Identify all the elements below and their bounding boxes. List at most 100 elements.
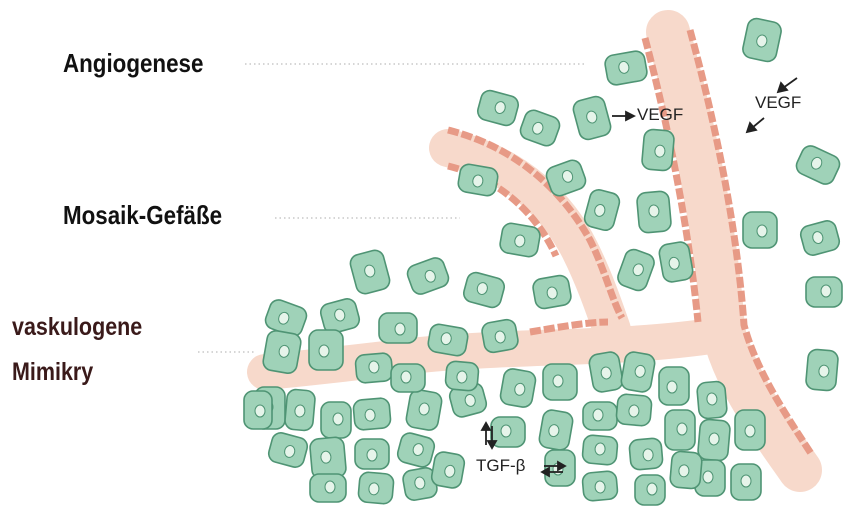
- cell-nucleus: [367, 449, 377, 461]
- cell-nucleus: [654, 145, 665, 158]
- vegf-label-2: VEGF: [755, 93, 801, 113]
- tumor-cell: [353, 397, 391, 430]
- tumor-cell: [244, 391, 272, 429]
- tumor-cell: [620, 351, 656, 394]
- tgf-arrow-left-head: [542, 468, 549, 476]
- cell-nucleus: [648, 205, 659, 218]
- label-mosaik-gefaesse: Mosaik-Gefäße: [63, 200, 222, 231]
- tumor-cell: [348, 248, 391, 295]
- tumor-cell: [396, 431, 437, 469]
- tumor-cell: [588, 351, 624, 394]
- tumor-cell: [457, 163, 499, 197]
- tumor-cell: [284, 389, 315, 431]
- tumor-cell: [665, 410, 695, 450]
- vegf-arrow-1-head: [626, 112, 634, 120]
- tumor-cell: [735, 410, 765, 450]
- tgf-beta-label: TGF-β: [476, 456, 525, 476]
- cell-nucleus: [325, 481, 335, 493]
- tumor-cell: [616, 394, 652, 427]
- tumor-cell: [571, 95, 612, 142]
- cell-nucleus: [821, 285, 831, 297]
- cell-nucleus: [553, 375, 563, 387]
- tumor-cell: [532, 274, 573, 310]
- tumor-cell: [321, 402, 351, 438]
- cell-nucleus: [593, 409, 603, 421]
- tumor-cell: [615, 247, 656, 293]
- tgf-arrow-down-head: [488, 441, 496, 448]
- cell-nucleus: [595, 443, 606, 456]
- tumor-cell: [518, 108, 562, 149]
- tumor-cell: [476, 89, 520, 128]
- tumor-cell: [604, 50, 649, 86]
- tumor-cell: [636, 191, 671, 234]
- tumor-cell: [355, 439, 389, 469]
- tumor-cell: [405, 255, 451, 296]
- tumor-cell: [355, 352, 393, 383]
- tgf-arrow-up-head: [482, 423, 490, 430]
- cell-nucleus: [401, 371, 411, 383]
- tumor-cell: [659, 367, 689, 405]
- vegf-arrow-3-head: [747, 123, 756, 132]
- tumor-cell: [427, 323, 469, 357]
- tumor-cell: [543, 364, 577, 400]
- tumor-cell: [658, 241, 694, 284]
- tumor-cell: [696, 381, 727, 419]
- tumor-cell: [669, 451, 702, 489]
- tumor-cell: [499, 367, 537, 408]
- tumor-cell: [635, 475, 665, 505]
- tumor-cell: [445, 361, 479, 392]
- tumor-cell: [583, 402, 617, 430]
- cell-nucleus: [456, 371, 467, 384]
- tumor-cell: [731, 464, 761, 500]
- cell-nucleus: [757, 225, 767, 237]
- cell-nucleus: [368, 361, 379, 374]
- cell-nucleus: [294, 405, 305, 418]
- cell-nucleus: [818, 365, 829, 378]
- tumor-cell: [799, 219, 842, 257]
- cell-nucleus: [678, 464, 689, 477]
- vegf-label-1: VEGF: [637, 105, 683, 125]
- tumor-cell: [391, 364, 425, 392]
- label-mimikry: Mimikry: [12, 358, 93, 387]
- tumor-cell: [806, 277, 842, 307]
- tumor-cell: [358, 472, 394, 505]
- tumor-cell: [309, 330, 343, 370]
- tumor-cell: [538, 409, 574, 452]
- cell-nucleus: [709, 433, 720, 446]
- cell-nucleus: [706, 393, 717, 406]
- cell-nucleus: [501, 425, 511, 437]
- cell-nucleus: [703, 471, 713, 483]
- tumor-cells: [244, 17, 842, 505]
- tumor-cell: [697, 419, 730, 461]
- cell-nucleus: [319, 345, 329, 357]
- tumor-cell: [379, 313, 417, 343]
- tumor-cell: [583, 188, 622, 232]
- cell-nucleus: [667, 381, 677, 393]
- tumor-cell: [805, 349, 838, 391]
- label-angiogenese: Angiogenese: [63, 48, 203, 79]
- tumor-cell: [262, 329, 302, 374]
- tumor-cell: [743, 212, 777, 248]
- tumor-cell: [741, 17, 783, 63]
- cell-nucleus: [677, 423, 687, 435]
- cell-nucleus: [595, 481, 606, 494]
- cell-nucleus: [745, 425, 755, 437]
- cell-nucleus: [333, 413, 343, 425]
- tumor-cell: [405, 389, 443, 432]
- cell-nucleus: [255, 405, 265, 417]
- tumor-cell: [267, 431, 310, 469]
- tumor-cell: [641, 129, 674, 171]
- cell-nucleus: [395, 323, 405, 335]
- vegf-arrow-2-head: [778, 83, 787, 92]
- tumor-cell: [310, 474, 346, 502]
- cell-nucleus: [741, 475, 751, 487]
- tumor-cell: [499, 222, 542, 258]
- tumor-cell: [629, 438, 663, 471]
- cell-nucleus: [365, 409, 376, 422]
- cell-nucleus: [643, 448, 654, 461]
- tumor-cell: [794, 143, 843, 187]
- cell-nucleus: [628, 405, 639, 418]
- tumor-cell: [582, 471, 618, 502]
- tumor-cell: [430, 451, 465, 490]
- tumor-cell: [309, 437, 346, 480]
